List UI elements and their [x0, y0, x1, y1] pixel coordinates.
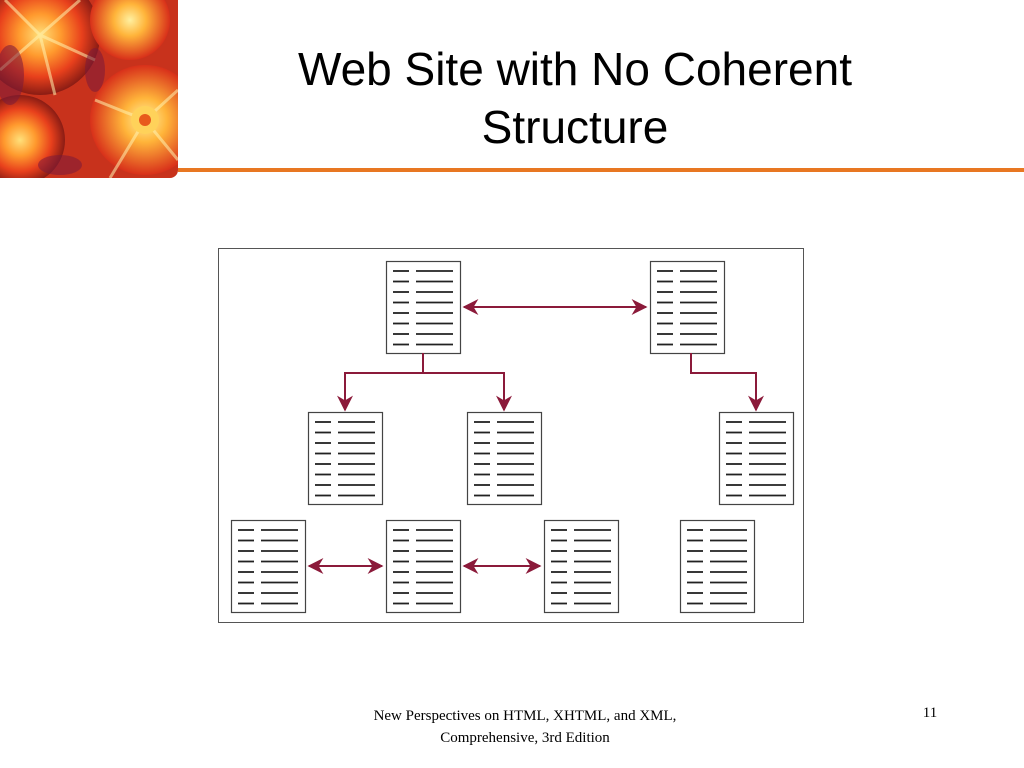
web-page-icon — [385, 519, 462, 614]
slide-title-line-1: Web Site with No Coherent — [298, 43, 852, 95]
title-divider-line — [178, 168, 1024, 172]
diagram-canvas — [230, 260, 795, 614]
web-page-icon — [307, 411, 384, 506]
web-page-icon — [679, 519, 756, 614]
web-page-icon — [649, 260, 726, 355]
slide-number: 11 — [922, 705, 938, 721]
link-arrow — [422, 353, 512, 412]
link-arrow — [337, 353, 424, 412]
footer-line-2: Comprehensive, 3rd Edition — [440, 730, 610, 746]
web-page-icon — [543, 519, 620, 614]
slide-title: Web Site with No Coherent Structure — [180, 40, 970, 156]
slide-title-line-2: Structure — [481, 101, 669, 153]
web-page-icon — [385, 260, 462, 355]
link-arrow — [690, 353, 764, 412]
corner-floral-image — [0, 0, 178, 178]
web-page-icon — [230, 519, 307, 614]
footer-source: New Perspectives on HTML, XHTML, and XML… — [300, 705, 750, 749]
web-page-icon — [466, 411, 543, 506]
footer-line-1: New Perspectives on HTML, XHTML, and XML… — [373, 708, 677, 724]
site-structure-diagram — [218, 248, 804, 623]
web-page-icon — [718, 411, 795, 506]
